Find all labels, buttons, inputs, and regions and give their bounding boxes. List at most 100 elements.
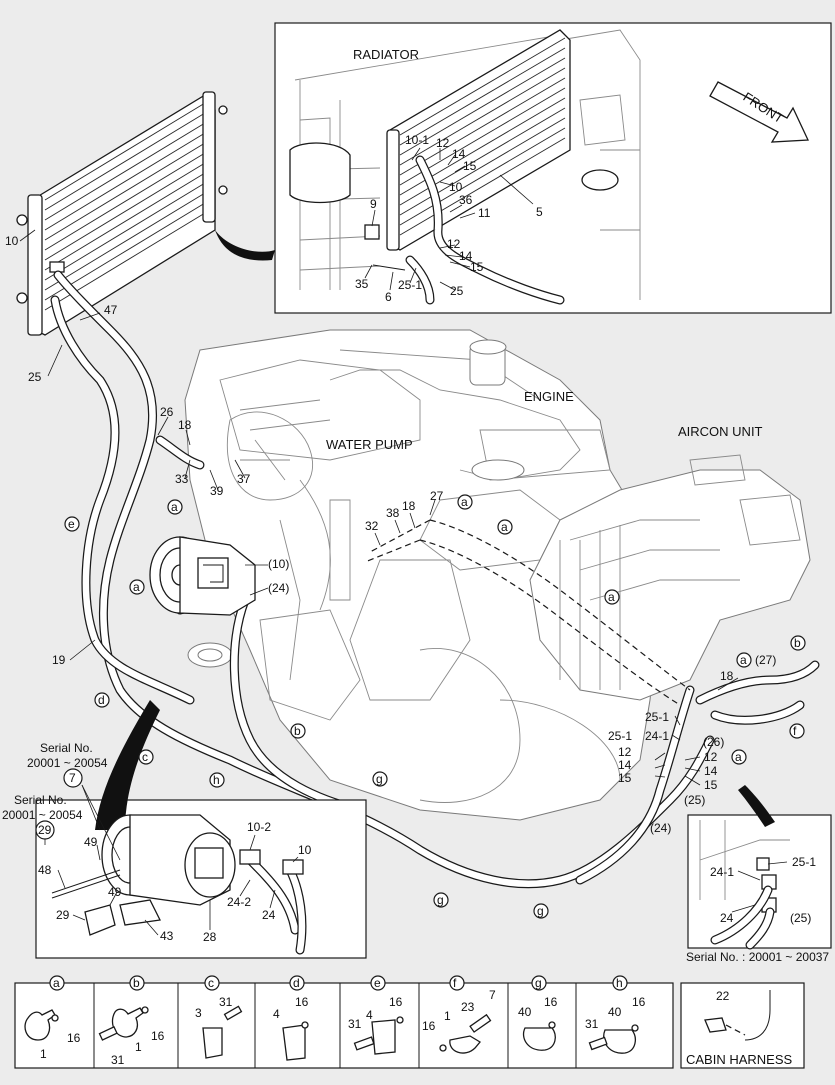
part-number: 29 [38, 823, 52, 837]
part-number: 15 [618, 771, 632, 785]
part-number: 25 [450, 284, 464, 298]
part-number: (24) [650, 821, 671, 835]
label-serial-1: Serial No. [40, 741, 93, 755]
clamp-letter: c [208, 976, 214, 990]
part-number: 4 [366, 1008, 373, 1022]
label-serial-2: Serial No. [14, 793, 67, 807]
label-radiator: RADIATOR [353, 47, 419, 62]
part-number: 16 [632, 995, 646, 1009]
part-number: 10 [449, 180, 463, 194]
clamp-letter: f [453, 976, 457, 990]
main-part-numbers: 10 47 25 26 18 33 39 37 e a a 19 d c b g… [5, 234, 806, 919]
part-number: 31 [348, 1017, 362, 1031]
clamp-letter: d [293, 976, 300, 990]
part-number: 49 [84, 835, 98, 849]
part-number: 15 [704, 778, 718, 792]
part-number: 15 [463, 159, 477, 173]
serial-part-numbers: 25-1 24-1 24 (25) [710, 855, 816, 925]
part-number: 27 [430, 489, 444, 503]
part-number: 14 [618, 758, 632, 772]
label-engine: ENGINE [524, 389, 574, 404]
clamp-panels [14, 982, 674, 1069]
clamp-ref: b [294, 724, 301, 738]
clamp-ref: g [537, 904, 544, 918]
part-number: 32 [365, 519, 379, 533]
part-number: 16 [151, 1029, 165, 1043]
part-number: 22 [716, 989, 730, 1003]
radiator-inset [274, 22, 832, 314]
part-number: 11 [478, 206, 491, 220]
clamp-ref: a [501, 520, 508, 534]
part-number: (24) [268, 581, 289, 595]
part-number: 31 [585, 1017, 599, 1031]
part-number: 12 [704, 750, 718, 764]
part-number: 7 [489, 988, 496, 1002]
part-number: 35 [355, 277, 369, 291]
hoses [50, 270, 820, 889]
part-number: 29 [56, 908, 70, 922]
part-number: 4 [273, 1007, 280, 1021]
part-number: 6 [385, 290, 392, 304]
part-number: 16 [67, 1031, 81, 1045]
label-serial-3: Serial No. : 20001 ~ 20037 [686, 950, 829, 964]
part-number: 28 [203, 930, 217, 944]
label-serial-1-range: 20001 ~ 20054 [27, 756, 108, 770]
part-number: 38 [386, 506, 400, 520]
part-number: 18 [720, 669, 734, 683]
clamp-ref: d [98, 693, 105, 707]
clamp-letter: h [616, 976, 623, 990]
clamp-panel-labels: a 1 16 b 16 31 1 c 31 3 d 16 4 e 16 31 4… [40, 975, 730, 1067]
leader-lines [19, 147, 788, 936]
part-number: 37 [237, 472, 251, 486]
part-number: (25) [790, 911, 811, 925]
clamp-letter: g [535, 976, 542, 990]
part-number: 25-1 [792, 855, 816, 869]
part-number: 10-2 [247, 820, 271, 834]
clamp-ref: g [437, 893, 444, 907]
part-number: 23 [461, 1000, 475, 1014]
compressor-main [149, 536, 256, 616]
part-number: 14 [459, 249, 473, 263]
part-number: 31 [111, 1053, 125, 1067]
clamp-letter: b [133, 976, 140, 990]
compressor-part-numbers: 7 29 49 48 49 29 43 28 10-2 10 24-2 24 [35, 768, 312, 944]
part-number: 1 [40, 1047, 47, 1061]
front-arrow [709, 81, 809, 143]
part-number: 40 [608, 1005, 622, 1019]
part-number: 1 [444, 1009, 451, 1023]
part-number: 43 [160, 929, 174, 943]
part-number: 1 [135, 1040, 142, 1054]
aircon-unit-drawing [529, 454, 811, 701]
clamp-ref: a [171, 500, 178, 514]
part-number: 24-1 [645, 729, 669, 743]
part-number: 26 [160, 405, 174, 419]
clamp-ref: e [68, 517, 75, 531]
compressor-inset [35, 700, 367, 959]
part-number: 49 [108, 885, 122, 899]
part-number: 48 [38, 863, 52, 877]
part-number: 25 [28, 370, 42, 384]
title-labels: RADIATOR FRONT ENGINE WATER PUMP AIRCON … [2, 47, 829, 1067]
part-number: 12 [436, 136, 450, 150]
clamp-ref: a [133, 580, 140, 594]
part-number: 16 [389, 995, 403, 1009]
part-number: (26) [703, 735, 724, 749]
part-number: 24-2 [227, 895, 251, 909]
part-number: 10 [298, 843, 312, 857]
part-number: 33 [175, 472, 189, 486]
part-number: 10-1 [405, 133, 429, 147]
label-water-pump: WATER PUMP [326, 437, 413, 452]
clamp-ref: c [142, 750, 148, 764]
part-number: (27) [755, 653, 776, 667]
label-cabin-harness: CABIN HARNESS [686, 1052, 793, 1067]
clamp-ref: h [213, 773, 220, 787]
part-number: (25) [684, 793, 705, 807]
cabin-harness-panel [680, 982, 805, 1069]
part-number: 7 [69, 771, 76, 785]
part-number: 16 [422, 1019, 436, 1033]
part-number: 12 [618, 745, 632, 759]
part-number: 15 [470, 260, 484, 274]
part-number: 14 [704, 764, 718, 778]
part-number: 10 [5, 234, 19, 248]
